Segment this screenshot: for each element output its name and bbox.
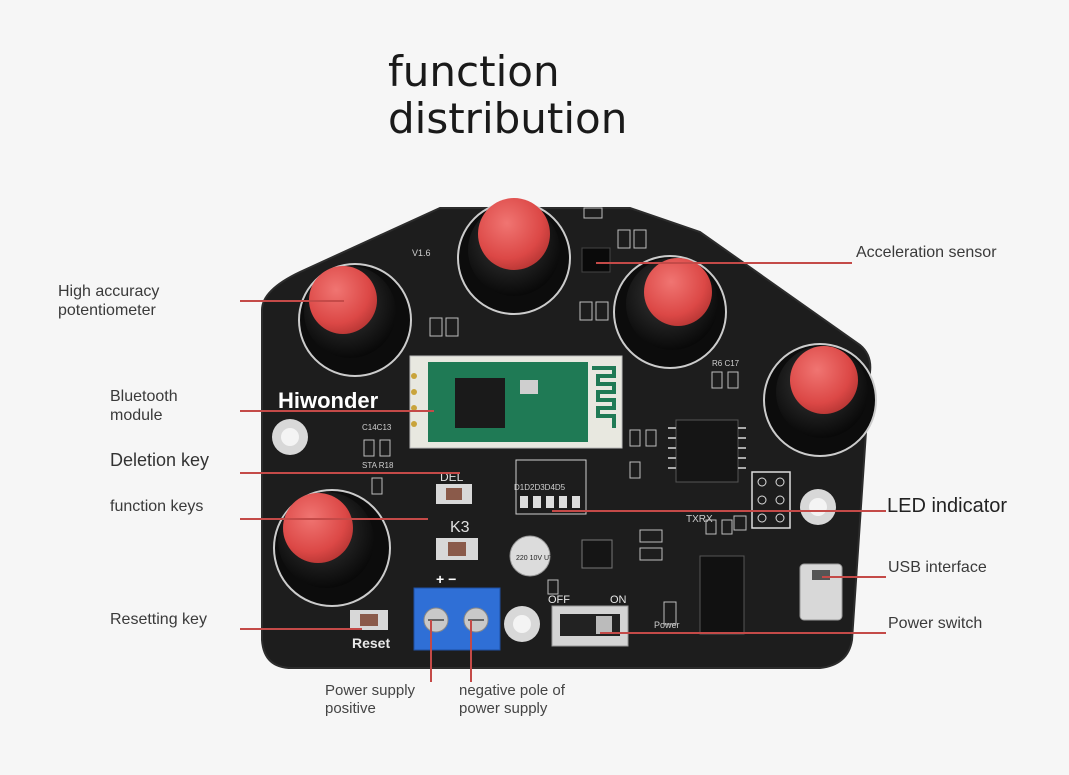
leader-power-switch bbox=[600, 632, 886, 634]
label-text: High accuracy bbox=[58, 283, 160, 300]
title-line-1: function bbox=[388, 47, 560, 96]
potentiometer-knob-1 bbox=[298, 263, 412, 377]
label-power-switch: Power switch bbox=[888, 614, 982, 633]
label-text: Power switch bbox=[888, 615, 983, 632]
led-indicators: D1D2D3D4D5 bbox=[514, 459, 587, 515]
leader-function-keys bbox=[240, 518, 428, 520]
label-text: Acceleration sensor bbox=[856, 244, 997, 261]
silk-c14c13: C14C13 bbox=[362, 423, 392, 432]
label-text: positive bbox=[325, 700, 376, 717]
potentiometer-knob-3 bbox=[613, 255, 727, 369]
leader-led-indicator bbox=[552, 510, 886, 512]
label-led-indicator: LED indicator bbox=[887, 494, 1007, 518]
title-line-2: distribution bbox=[388, 94, 628, 143]
silk-del: DEL bbox=[440, 470, 464, 484]
label-text: power supply bbox=[459, 700, 548, 717]
silk-reset: Reset bbox=[352, 635, 390, 651]
driver-chip bbox=[699, 555, 745, 635]
silk-off: OFF bbox=[548, 594, 570, 606]
label-acceleration-sensor: Acceleration sensor bbox=[856, 243, 997, 262]
silk-sta: STA R18 bbox=[362, 461, 394, 470]
label-power-supply-negative: negative pole of power supply bbox=[459, 682, 565, 718]
leader-usb bbox=[822, 576, 886, 578]
leader-resetting-key bbox=[240, 628, 362, 630]
label-resetting-key: Resetting key bbox=[110, 610, 207, 629]
label-text: module bbox=[110, 407, 163, 424]
label-text: potentiometer bbox=[58, 302, 156, 319]
silk-on: ON bbox=[610, 594, 627, 606]
leader-deletion-key bbox=[240, 472, 460, 474]
silk-version: V1.6 bbox=[412, 248, 431, 258]
bluetooth-module bbox=[409, 355, 623, 449]
page-title: function distribution bbox=[388, 48, 627, 142]
deletion-key: DEL bbox=[436, 470, 472, 504]
usb-port bbox=[799, 563, 843, 621]
voltage-regulator bbox=[581, 539, 613, 569]
label-text: negative pole of bbox=[459, 682, 565, 699]
leader-high-accuracy bbox=[240, 300, 344, 302]
label-high-accuracy-potentiometer: High accuracy potentiometer bbox=[58, 282, 159, 320]
reset-key: Reset bbox=[350, 610, 390, 651]
potentiometer-knob-2 bbox=[457, 198, 571, 315]
label-power-supply-positive: Power supply positive bbox=[325, 682, 415, 718]
label-usb-interface: USB interface bbox=[888, 558, 987, 577]
brand-logo: Hiwonder bbox=[278, 388, 379, 413]
label-text: USB interface bbox=[888, 559, 987, 576]
silk-plus-minus: + − bbox=[436, 571, 456, 587]
label-text: Power supply bbox=[325, 682, 416, 699]
electrolytic-capacitor: 220 10V UT bbox=[509, 535, 554, 577]
mounting-hole-left bbox=[272, 419, 308, 455]
smd-components bbox=[363, 207, 747, 625]
acceleration-sensor-chip bbox=[581, 247, 611, 273]
potentiometer-knob-4 bbox=[763, 343, 877, 457]
label-text: Bluetooth bbox=[110, 388, 178, 405]
leader-bluetooth bbox=[240, 410, 434, 412]
mcu-chip bbox=[668, 419, 746, 483]
leader-acceleration bbox=[596, 262, 852, 264]
function-key-k3: K3 bbox=[436, 519, 478, 560]
label-text: function keys bbox=[110, 498, 204, 515]
label-function-keys: function keys bbox=[110, 497, 203, 516]
label-text: Deletion key bbox=[110, 450, 210, 470]
label-text: LED indicator bbox=[887, 495, 1008, 517]
mounting-hole-bottom bbox=[504, 606, 540, 642]
label-bluetooth-module: Bluetooth module bbox=[110, 387, 178, 425]
leader-power-negative bbox=[470, 620, 472, 682]
silk-leds: D1D2D3D4D5 bbox=[514, 483, 566, 492]
power-switch: OFF ON bbox=[548, 594, 629, 647]
header-pins bbox=[751, 471, 791, 529]
mounting-hole-right bbox=[800, 489, 836, 525]
potentiometer-knob-5 bbox=[273, 489, 391, 607]
label-deletion-key: Deletion key bbox=[110, 449, 209, 471]
silk-capacitor: 220 10V UT bbox=[516, 555, 554, 562]
silk-txrx: TXRX bbox=[686, 514, 713, 525]
leader-power-positive bbox=[430, 620, 432, 682]
silk-power: Power bbox=[654, 620, 680, 630]
silk-k3: K3 bbox=[450, 519, 470, 536]
silk-r6c17: R6 C17 bbox=[712, 359, 740, 368]
label-text: Resetting key bbox=[110, 611, 207, 628]
